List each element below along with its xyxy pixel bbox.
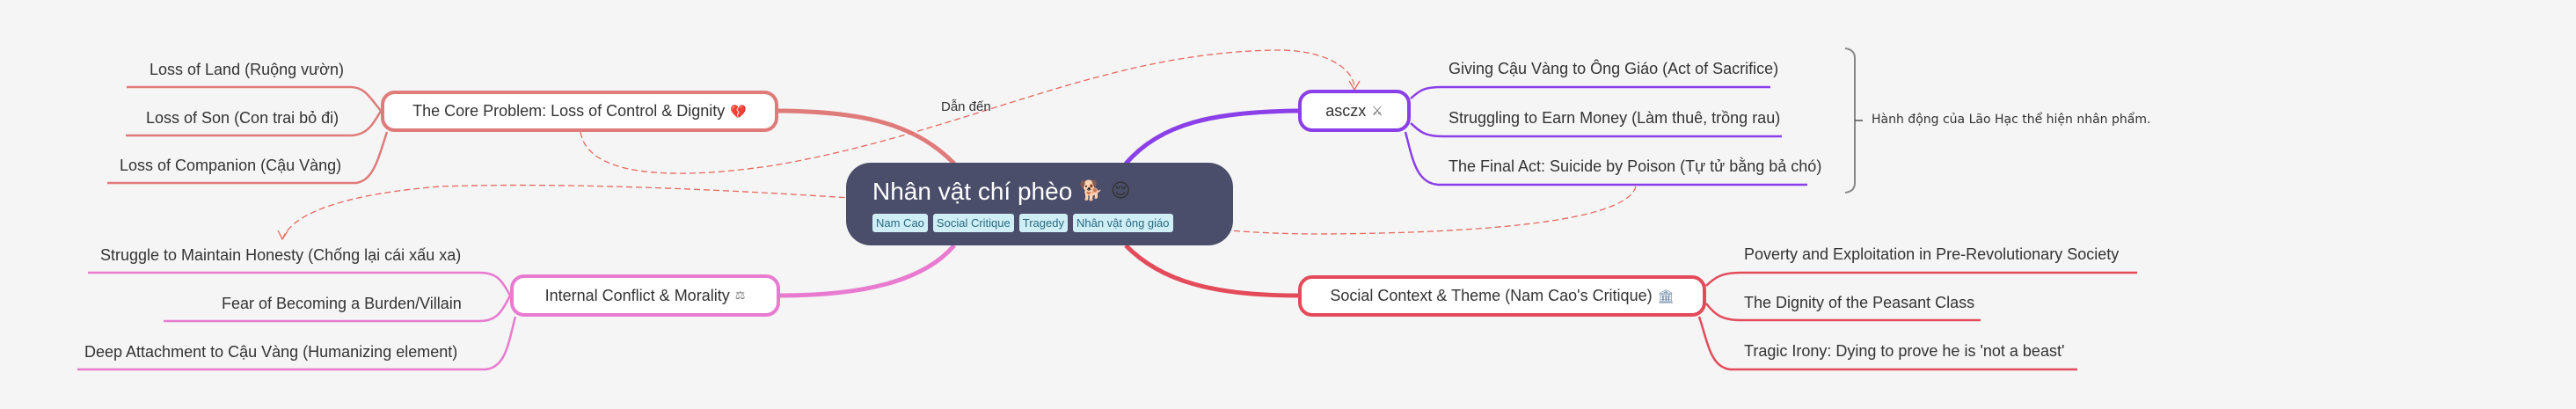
root-tags: Nam Cao Social Critique Tragedy Nhân vật… — [872, 214, 1233, 232]
connector-asczx-child-2 — [1404, 131, 1807, 186]
leaf-deep-attachment[interactable]: Deep Attachment to Cậu Vàng (Humanizing … — [84, 343, 458, 361]
dog-icon: 🐕 — [1079, 180, 1104, 202]
classical-building-icon: 🏛 — [1657, 288, 1675, 304]
connector-core-child-0 — [127, 85, 382, 112]
connector-social-child-0 — [1705, 271, 2137, 287]
leaf-dignity-peasant[interactable]: The Dignity of the Peasant Class — [1744, 294, 1975, 311]
leaf-giving-cau-vang[interactable]: Giving Cậu Vàng to Ông Giáo (Act of Sacr… — [1449, 60, 1779, 77]
branch-social-context[interactable]: Social Context & Theme (Nam Cao's Critiq… — [1298, 275, 1706, 317]
broken-heart-icon: 💔 — [730, 103, 747, 120]
leaf-poverty-exploitation[interactable]: Poverty and Exploitation in Pre-Revoluti… — [1744, 245, 2120, 263]
scales-icon: ⚖ — [734, 288, 746, 303]
connector-core-child-2 — [107, 131, 389, 185]
tag-nhan-vat-ong-giao[interactable]: Nhân vật ông giáo — [1072, 214, 1173, 232]
connector-asczx — [1124, 108, 1299, 165]
root-title: Nhân vật chí phèo — [872, 178, 1073, 205]
connector-asczx-child-0 — [1410, 85, 1770, 99]
branch-social-context-label: Social Context & Theme (Nam Cao's Critiq… — [1330, 287, 1653, 304]
relieved-face-icon: 😌 — [1110, 180, 1131, 202]
leaf-loss-of-companion[interactable]: Loss of Companion (Cậu Vàng) — [120, 157, 342, 174]
leaf-loss-of-son[interactable]: Loss of Son (Con trai bỏ đi) — [146, 109, 339, 127]
root-node[interactable]: Nhân vật chí phèo 🐕 😌 Nam Cao Social Cri… — [846, 163, 1233, 245]
leaf-final-act[interactable]: The Final Act: Suicide by Poison (Tự tử … — [1449, 157, 1822, 175]
connector-internal-conflict — [779, 244, 956, 298]
branch-core-problem[interactable]: The Core Problem: Loss of Control & Dign… — [381, 91, 778, 132]
relationship-label-dan-den[interactable]: Dẫn đến — [941, 99, 991, 114]
relationship-line-dan-den[interactable] — [580, 49, 1355, 174]
leaf-tragic-irony[interactable]: Tragic Irony: Dying to prove he is 'not … — [1744, 342, 2065, 360]
connector-social-child-1 — [1705, 303, 1981, 322]
branch-internal-conflict-label: Internal Conflict & Morality — [544, 286, 730, 304]
summary-bracket — [1844, 47, 1856, 194]
summary-text[interactable]: Hành động của Lão Hạc thể hiện nhân phẩm… — [1872, 113, 2151, 127]
relationship-arrow-head-2 — [277, 230, 288, 241]
crossed-swords-icon: ⚔ — [1371, 103, 1383, 119]
branch-core-problem-label: The Core Problem: Loss of Control & Dign… — [412, 102, 726, 120]
leaf-struggling-money[interactable]: Struggling to Earn Money (Làm thuê, trồn… — [1449, 109, 1781, 127]
relationship-arrow-head — [1348, 80, 1361, 91]
connector-internal-child-0 — [88, 271, 512, 296]
tag-tragedy[interactable]: Tragedy — [1018, 214, 1068, 232]
connector-asczx-child-1 — [1410, 122, 1782, 138]
tag-social-critique[interactable]: Social Critique — [932, 214, 1014, 232]
branch-internal-conflict[interactable]: Internal Conflict & Morality ⚖ — [510, 274, 780, 317]
connector-core-problem — [777, 108, 956, 165]
connector-internal-child-1 — [164, 295, 512, 323]
connector-social-child-2 — [1697, 316, 2077, 371]
leaf-fear-burden[interactable]: Fear of Becoming a Burden/Villain — [222, 295, 462, 312]
connector-internal-child-2 — [77, 316, 517, 371]
branch-asczx[interactable]: asczx ⚔ — [1298, 90, 1411, 132]
leaf-struggle-honesty[interactable]: Struggle to Maintain Honesty (Chống lại … — [100, 246, 462, 264]
tag-nam-cao[interactable]: Nam Cao — [872, 214, 928, 232]
leaf-loss-of-land[interactable]: Loss of Land (Ruộng vườn) — [150, 61, 344, 78]
connector-social-context — [1124, 244, 1299, 298]
branch-asczx-label: asczx — [1325, 101, 1367, 120]
connector-core-child-1 — [126, 110, 383, 137]
